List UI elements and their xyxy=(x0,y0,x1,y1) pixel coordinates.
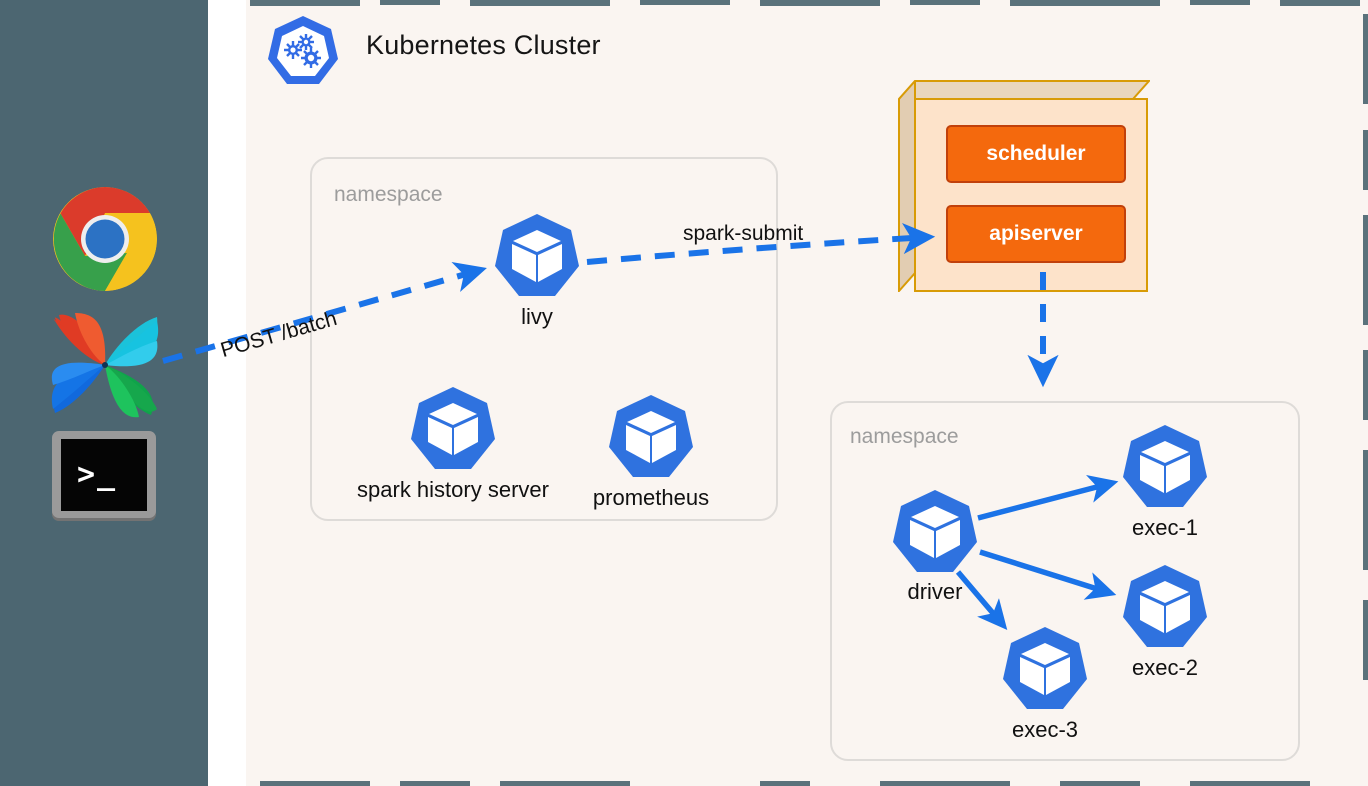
pod-livy[interactable]: livy xyxy=(493,212,581,329)
crop-edge-mark xyxy=(380,0,440,5)
crop-edge-mark xyxy=(1363,130,1368,190)
kubernetes-cluster-area xyxy=(246,0,1368,786)
service-scheduler[interactable]: scheduler xyxy=(946,125,1126,183)
terminal-prompt: >_ xyxy=(77,457,118,492)
kubernetes-icon xyxy=(266,14,340,88)
chrome-icon[interactable] xyxy=(52,186,158,292)
crop-edge-mark xyxy=(260,781,370,786)
crop-edge-mark xyxy=(880,781,1010,786)
crop-edge-mark xyxy=(640,0,730,5)
terminal-screen: >_ xyxy=(61,439,147,511)
page-title: Kubernetes Cluster xyxy=(366,30,601,60)
crop-edge-mark xyxy=(470,0,610,6)
crop-edge-mark xyxy=(1363,450,1368,570)
pod-label: spark history server xyxy=(357,477,549,502)
crop-edge-mark xyxy=(400,781,470,786)
crop-edge-mark xyxy=(1280,0,1360,6)
crop-edge-mark xyxy=(250,0,360,6)
crop-edge-mark xyxy=(1363,350,1368,420)
edge-label-spark-submit: spark-submit xyxy=(683,222,804,245)
pod-exec-1[interactable]: exec-1 xyxy=(1121,423,1209,540)
crop-edge-mark xyxy=(910,0,980,5)
crop-edge-mark xyxy=(1010,0,1160,6)
crop-edge-mark xyxy=(760,0,880,6)
namespace-box-right: namespace xyxy=(830,401,1300,761)
crop-edge-mark xyxy=(500,781,630,786)
crop-edge-mark xyxy=(1363,14,1368,104)
namespace-label: namespace xyxy=(334,183,443,206)
pod-label: livy xyxy=(521,304,553,329)
pod-exec-3[interactable]: exec-3 xyxy=(1001,625,1089,742)
airflow-icon[interactable] xyxy=(49,311,161,419)
pod-label: exec-3 xyxy=(1011,717,1079,742)
crop-edge-mark xyxy=(1060,781,1140,786)
service-apiserver[interactable]: apiserver xyxy=(946,205,1126,263)
pod-driver[interactable]: driver xyxy=(891,488,979,604)
pod-prometheus[interactable]: prometheus xyxy=(593,393,709,510)
control-plane-box: scheduler apiserver xyxy=(898,80,1150,292)
terminal-icon[interactable]: >_ xyxy=(52,431,156,521)
pod-label: prometheus xyxy=(592,485,710,510)
pod-exec-2[interactable]: exec-2 xyxy=(1121,563,1209,680)
pod-label: exec-1 xyxy=(1131,515,1199,540)
pod-label: exec-2 xyxy=(1131,655,1199,680)
crop-edge-mark xyxy=(1363,600,1368,680)
crop-edge-mark xyxy=(1363,215,1368,325)
crop-edge-mark xyxy=(1190,781,1310,786)
pod-spark-history-server[interactable]: spark history server xyxy=(357,385,549,502)
crop-edge-mark xyxy=(760,781,810,786)
crop-edge-mark xyxy=(1190,0,1250,5)
pod-label: driver xyxy=(907,579,963,604)
namespace-label: namespace xyxy=(850,425,959,448)
client-dock-panel: >_ xyxy=(0,0,208,786)
